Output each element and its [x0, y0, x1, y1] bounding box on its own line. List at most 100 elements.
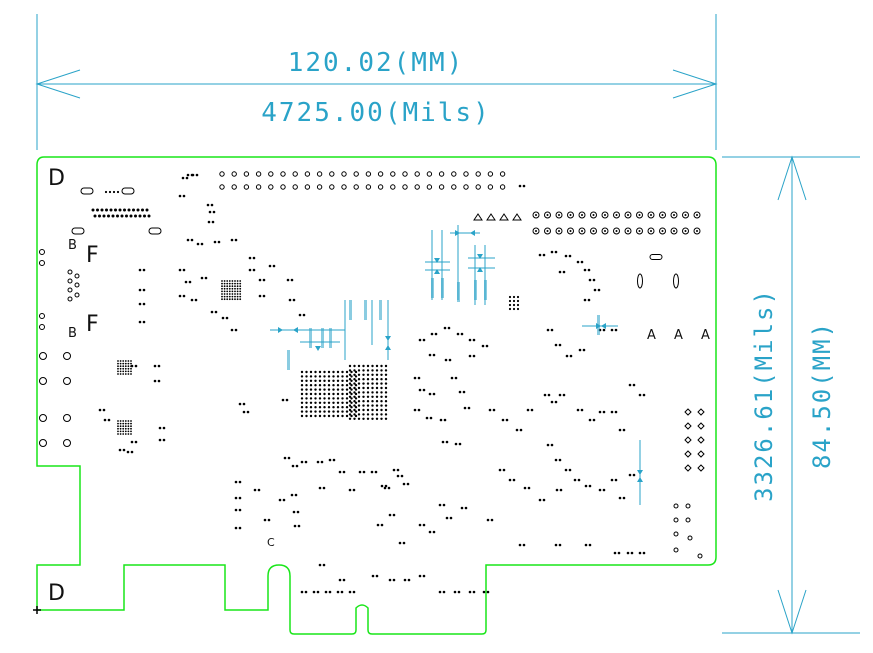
pad-dot [191, 173, 195, 177]
bga-ball [122, 373, 125, 375]
bga-ball [130, 373, 132, 375]
pad-dot [442, 503, 446, 507]
bga-ball [366, 373, 370, 376]
header-pin [451, 184, 457, 190]
bga-ball [348, 391, 352, 394]
slot-pad [637, 273, 643, 289]
bga-ball [366, 391, 370, 394]
bga-ball [375, 408, 379, 412]
bga-ball [117, 367, 119, 370]
connector-pin [682, 211, 689, 219]
bga-ball [226, 280, 229, 282]
bga-ball [323, 384, 326, 387]
label-d-top: D [48, 166, 65, 191]
triangle-marker [473, 213, 483, 221]
bga-ball [353, 417, 356, 420]
annotation-arrow [477, 254, 483, 259]
bga-ball [318, 384, 322, 387]
board-outline [36, 156, 717, 635]
pad-dot [538, 253, 542, 257]
pad-dot [153, 364, 157, 368]
pad-dot [550, 250, 554, 254]
small-pad [685, 503, 691, 509]
pad-dot [282, 498, 286, 502]
bga-ball [122, 360, 125, 362]
pad-dot [505, 418, 509, 422]
connector-pin-center [696, 214, 698, 216]
connector-pin-center [535, 214, 537, 216]
header-pin [390, 184, 396, 190]
bga-ball [371, 373, 374, 376]
pad-dot [287, 456, 291, 460]
pad-dot [530, 408, 534, 412]
pad-dot [194, 298, 198, 302]
bga-ball [345, 406, 349, 409]
bga-ball [119, 373, 122, 375]
pad-dot [392, 578, 396, 582]
pad-dot [518, 184, 522, 188]
bga-ball [345, 379, 349, 382]
component-footprints [39, 171, 705, 594]
pad-dot [457, 590, 461, 594]
bga-ball [119, 367, 122, 370]
bga-ball [384, 391, 388, 394]
jack-hole [63, 414, 71, 422]
connector-pin-center [673, 230, 675, 232]
pad-dot [542, 498, 546, 502]
bga-ball [366, 364, 370, 368]
bga-ball [341, 375, 344, 378]
small-pad [673, 517, 679, 523]
bga-ball [348, 395, 352, 398]
pad-dot [472, 338, 476, 342]
pad-dot [554, 343, 558, 347]
bga-ball [323, 406, 326, 409]
pad-dot [592, 418, 596, 422]
triangle-marker [486, 213, 496, 221]
bga-ball [371, 417, 374, 420]
pad-dot [98, 408, 102, 412]
pad-dot [407, 578, 411, 582]
oval-pad [148, 227, 162, 235]
pad-dot [142, 320, 146, 324]
pad-dot [630, 551, 634, 555]
pad-dot [297, 524, 301, 528]
bga-ball [223, 285, 226, 288]
pad-dot [186, 173, 190, 177]
bga-ball [130, 362, 132, 365]
pad-dot [449, 516, 453, 520]
pad-dot [583, 298, 587, 302]
bga-ball [221, 280, 223, 282]
pad-dot [182, 194, 186, 198]
bga-ball [366, 408, 370, 412]
bga-ball [375, 417, 379, 420]
pad-dot [182, 268, 186, 272]
annotation-mark [484, 280, 487, 300]
bga-ball [300, 370, 304, 374]
bga-ball [357, 404, 361, 407]
bga-ball [375, 386, 379, 390]
pad-dot [472, 590, 476, 594]
pad-dot [430, 332, 434, 336]
bga-ball [130, 427, 132, 430]
connector-pin-center [696, 230, 698, 232]
bga-ball [226, 295, 229, 298]
annotation-mark [329, 328, 332, 348]
bga-ball [127, 420, 130, 422]
connector-pad [116, 214, 119, 218]
bga-ball [354, 388, 358, 391]
bga-ball [380, 382, 383, 385]
bga-ball [228, 282, 231, 285]
pad-dot [290, 493, 294, 497]
pad-dot [157, 379, 161, 383]
annotation-arrow [293, 327, 298, 333]
annotation-mark [321, 328, 324, 348]
bga-ball [362, 373, 365, 376]
bga-ball [384, 417, 388, 420]
bga-ball [357, 417, 361, 420]
pad-dot [418, 338, 422, 342]
bga-ball [362, 364, 365, 368]
bga-ball [239, 295, 242, 298]
pad-dot [281, 398, 285, 402]
bga-ball [357, 382, 361, 385]
pad-dot [291, 464, 295, 468]
